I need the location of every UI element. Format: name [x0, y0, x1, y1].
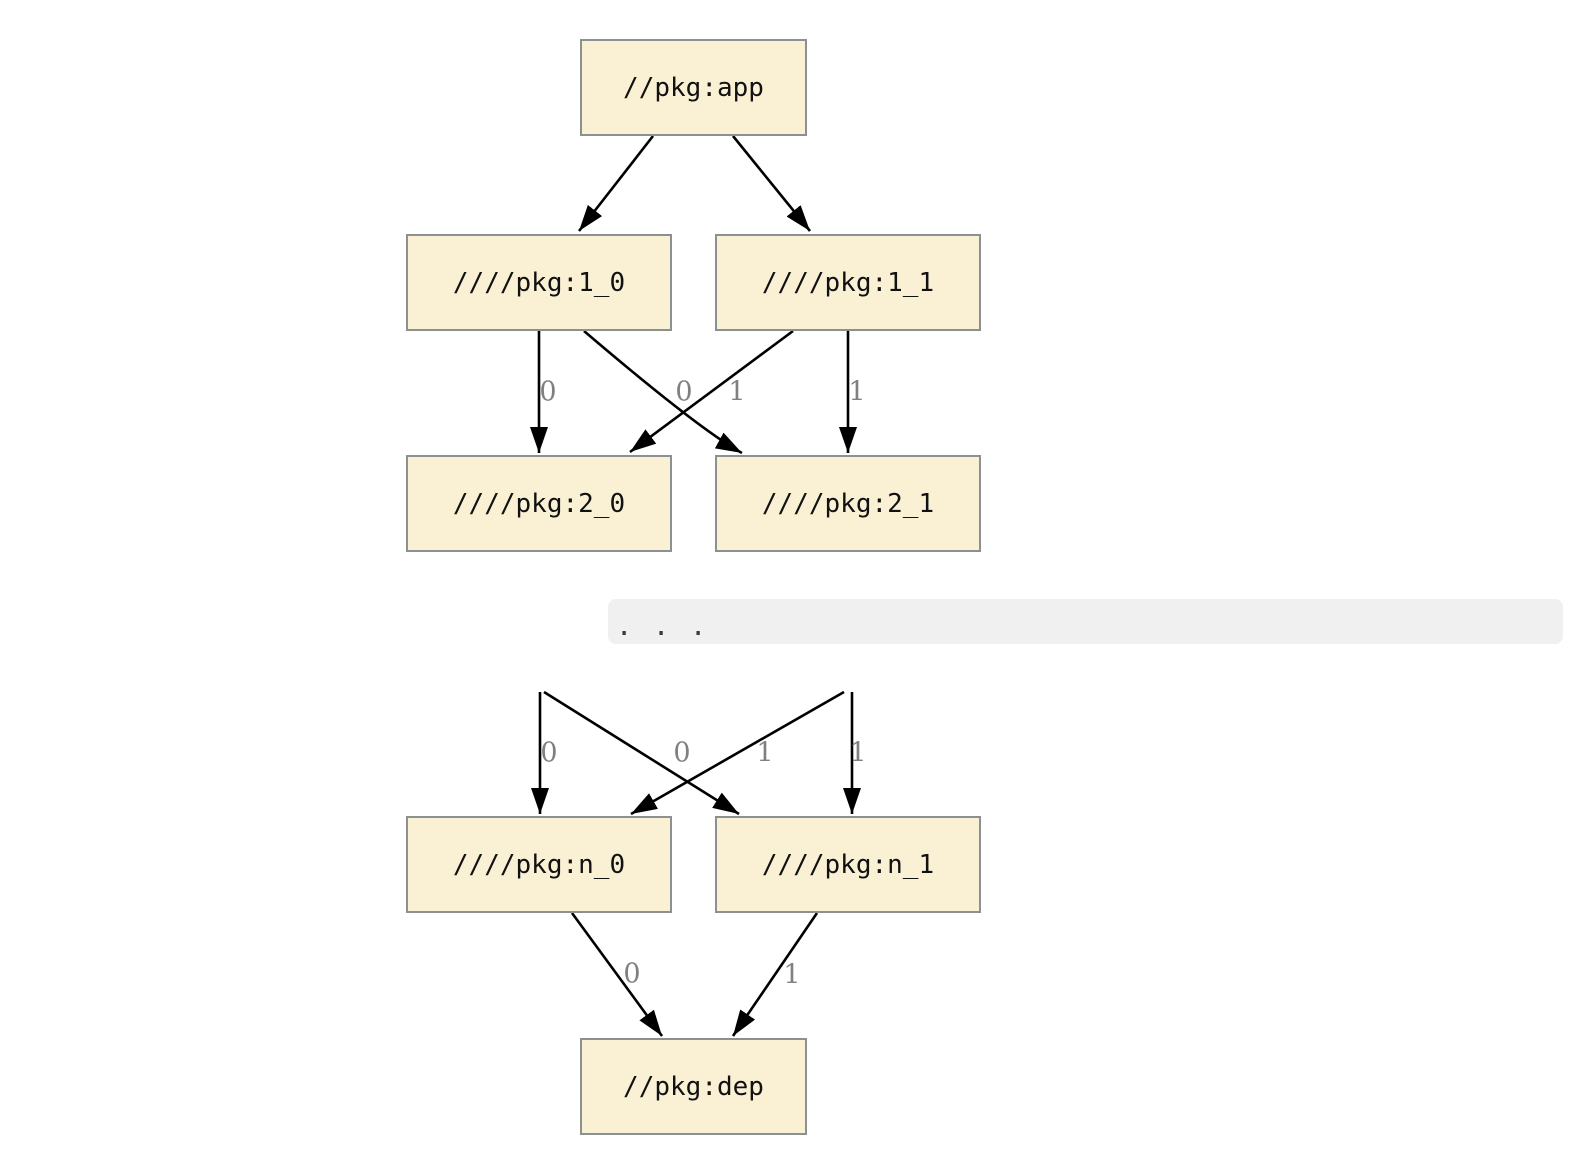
edge-label-1_0-2_0: 0: [539, 376, 557, 408]
edge-label-1_1-2_0: 1: [728, 376, 746, 408]
graph-node-pkg-2_1-label: ////pkg:2_1: [761, 488, 935, 519]
graph-node-pkg-2_1: ////pkg:2_1: [715, 455, 981, 552]
ellipsis-bar: . . .: [608, 599, 1563, 644]
edge-label-1_0-2_1: 0: [675, 376, 693, 408]
edge-label-stub-n_0-right: 1: [756, 737, 774, 769]
edge-label-stub-n_0-left: 0: [540, 737, 558, 769]
graph-node-dep-label: //pkg:dep: [623, 1071, 764, 1102]
graph-node-pkg-n_0-label: ////pkg:n_0: [452, 849, 626, 880]
graph-node-dep: //pkg:dep: [580, 1038, 807, 1135]
edge-1_0-to-2_1: [583, 330, 743, 455]
graph-node-app-label: //pkg:app: [623, 72, 764, 103]
edge-app-to-1_1: [731, 135, 812, 232]
graph-node-pkg-1_1: ////pkg:1_1: [715, 234, 981, 331]
graph-node-pkg-1_0-label: ////pkg:1_0: [452, 267, 626, 298]
edge-1_1-to-2_0: [629, 329, 794, 454]
graph-node-pkg-2_0: ////pkg:2_0: [406, 455, 672, 552]
edge-label-stub-n_1-right: 1: [849, 737, 867, 769]
edge-stub-left-to-n_1: [543, 690, 740, 816]
graph-node-pkg-n_0: ////pkg:n_0: [406, 816, 672, 913]
edge-n_0-to-dep: [570, 912, 664, 1037]
graph-node-pkg-n_1: ////pkg:n_1: [715, 816, 981, 913]
graph-node-app: //pkg:app: [580, 39, 807, 136]
edge-label-1_1-2_1: 1: [848, 376, 866, 408]
edge-stub-right-to-n_0: [630, 690, 845, 816]
edge-label-n_0-dep: 0: [623, 958, 641, 990]
graph-node-pkg-1_0: ////pkg:1_0: [406, 234, 672, 331]
edge-app-to-1_0: [577, 135, 655, 232]
edge-n_1-to-dep: [731, 912, 819, 1037]
ellipsis-dots: . . .: [616, 611, 709, 642]
edge-label-n_1-dep: 1: [783, 959, 801, 991]
graph-node-pkg-2_0-label: ////pkg:2_0: [452, 488, 626, 519]
edge-label-stub-n_1-left: 0: [673, 737, 691, 769]
graph-node-pkg-1_1-label: ////pkg:1_1: [761, 267, 935, 298]
graph-node-pkg-n_1-label: ////pkg:n_1: [761, 849, 935, 880]
